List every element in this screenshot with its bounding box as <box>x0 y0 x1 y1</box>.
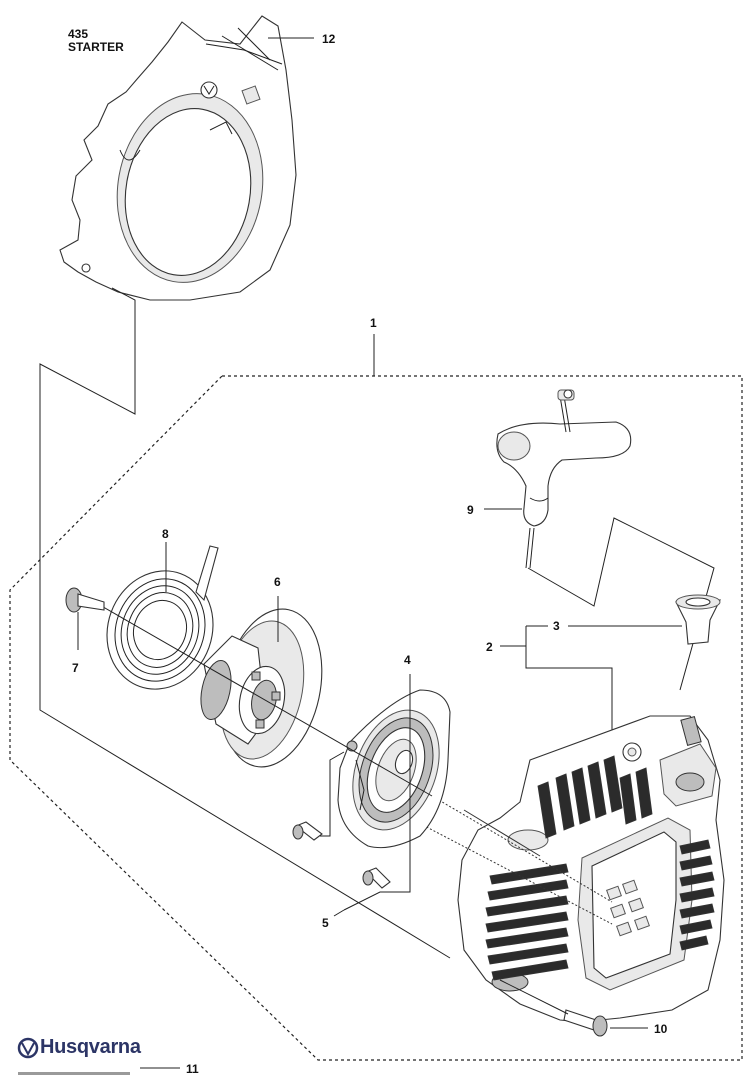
part-9-starter-handle <box>496 389 632 569</box>
housing-logo-icon <box>606 879 650 937</box>
part-8-recoil-spring <box>106 545 219 690</box>
callout-9: 9 <box>467 503 474 517</box>
model-number: 435 <box>68 27 89 41</box>
connector-line-housing <box>39 287 451 959</box>
leader-5-upper <box>320 751 345 837</box>
part-7-center-screw <box>65 587 105 613</box>
part-2-starter-housing <box>457 715 725 1023</box>
housing-front-vents <box>485 863 569 981</box>
part-12-fan-housing <box>59 15 297 301</box>
callout-6: 6 <box>274 575 281 589</box>
callout-1: 1 <box>370 316 377 330</box>
part-5-screws <box>292 821 391 889</box>
housing-side-vents <box>679 839 715 951</box>
callout-12: 12 <box>322 32 336 46</box>
husqvarna-crown-icon <box>17 1037 39 1059</box>
part-6-pulley <box>200 608 323 768</box>
callout-11: 11 <box>186 1062 199 1076</box>
shroud-logo-icon <box>200 81 218 99</box>
callout-10: 10 <box>654 1022 668 1036</box>
part-3-rope-guide <box>675 594 721 645</box>
callout-8: 8 <box>162 527 169 541</box>
part-10-housing-screw <box>563 1009 608 1037</box>
housing-top-vents <box>537 755 653 839</box>
callout-5: 5 <box>322 916 329 930</box>
brand-name: Husqvarna <box>40 1036 141 1058</box>
callout-3: 3 <box>553 619 560 633</box>
callout-7: 7 <box>72 661 79 675</box>
callout-4: 4 <box>404 653 411 667</box>
leader-2 <box>525 626 613 740</box>
brand-underline <box>18 1072 130 1075</box>
section-title: STARTER <box>68 40 124 54</box>
callout-2: 2 <box>486 640 493 654</box>
part-4-starter-plate <box>337 689 451 849</box>
assembly-outline <box>9 375 743 1061</box>
